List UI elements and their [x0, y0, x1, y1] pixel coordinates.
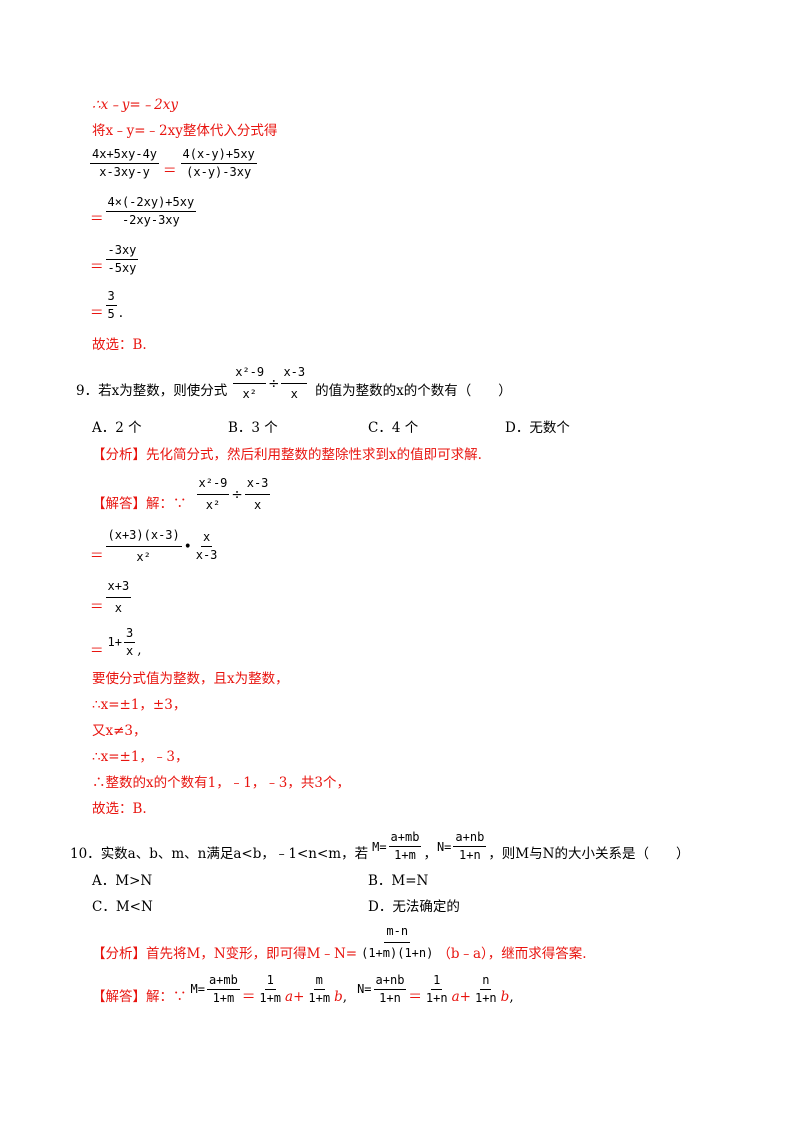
q9-text2: ∴x=±1，±3， [92, 697, 187, 713]
sol8-choose: 故选：B. [92, 337, 147, 353]
q10-option-c: C．M<N [92, 899, 153, 915]
q9-text4: ∴x=±1，﹣3， [92, 749, 189, 765]
fraction: 4×(-2xy)+5xy-2xy-3xy [105, 194, 197, 227]
q9-text5: ∴整数的x的个数有1，﹣1，﹣3，共3个， [92, 775, 350, 791]
q10-number: 10． [70, 845, 101, 862]
q9-choose: 故选：B. [92, 801, 147, 817]
q10-analysis: 【分析】首先将M，N变形，即可得M﹣N= m-n(1+m)(1+n) （b﹣a）… [92, 924, 587, 962]
fraction: m-n(1+m)(1+n) [361, 924, 434, 960]
fraction: 4(x-y)+5xy(x-y)-3xy [180, 147, 257, 179]
sol8-frac-line2: ＝ 4×(-2xy)+5xy-2xy-3xy [90, 194, 197, 227]
q10-option-b: B．M=N [368, 873, 429, 889]
sol8-line2: 将x﹣y=﹣2xy整体代入分式得 [92, 123, 278, 139]
fraction: -3xy-5xy [105, 242, 139, 275]
q9-option-d: D．无数个 [505, 420, 570, 436]
sol8-frac-line3: ＝ -3xy-5xy [90, 242, 139, 275]
q9-number: 9． [76, 382, 99, 399]
q9-option-a: A．2 个 [92, 420, 142, 436]
q9-option-c: C．4 个 [368, 420, 419, 436]
q10-option-d: D．无法确定的 [368, 899, 460, 915]
q9-text1: 要使分式值为整数，且x为整数， [92, 671, 289, 687]
q9-option-b: B．3 个 [228, 420, 278, 436]
sol8-line1: ∴x﹣y=﹣2xy [92, 97, 178, 113]
q10-option-a: A．M>N [92, 873, 153, 889]
q9-text3: 又x≠3， [92, 723, 147, 739]
fraction: (x+3)(x-3)x² [105, 528, 182, 564]
q9-analysis: 【分析】先化简分式，然后利用整数的整除性求到x的值即可求解. [92, 447, 482, 463]
